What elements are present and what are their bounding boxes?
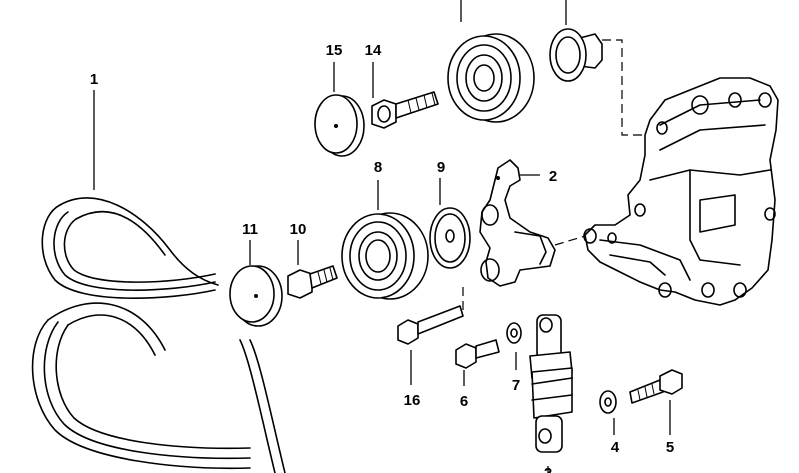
callout-5: 5 [666, 439, 674, 456]
bolt-14 [371, 62, 439, 129]
callout-9: 9 [437, 159, 445, 176]
bolt-6 [455, 339, 500, 386]
callout-6: 6 [460, 393, 468, 410]
callout-14: 14 [365, 42, 382, 59]
idler-pulley-top [447, 0, 535, 123]
bolt-10 [287, 240, 338, 299]
callout-11: 11 [242, 221, 258, 238]
washer-9 [429, 178, 471, 269]
bolt-16 [397, 285, 464, 385]
callout-15: 15 [326, 42, 343, 59]
washer-7 [506, 322, 522, 370]
bolt-5 [629, 369, 683, 435]
callout-7: 7 [512, 377, 520, 394]
callout-8: 8 [374, 159, 382, 176]
cap-disc-11 [229, 240, 283, 327]
mounting-bracket [583, 77, 779, 306]
callout-4: 4 [611, 439, 620, 456]
tensioner-arm-2 [479, 159, 586, 287]
callout-10: 10 [290, 221, 307, 238]
callout-2: 2 [549, 168, 557, 185]
cap-disc-15 [314, 62, 365, 157]
callout-1: 1 [90, 71, 98, 88]
callout-2-lower: 2 [544, 465, 552, 473]
idler-pulley-8 [341, 180, 429, 300]
callout-16: 16 [404, 392, 421, 409]
callout-labels: 1 2 2 4 5 6 7 8 9 10 11 14 15 16 [90, 42, 674, 473]
flanged-cap [549, 0, 645, 136]
washer-4 [599, 390, 617, 435]
ribbed-belt [31, 90, 286, 473]
hydraulic-damper [529, 314, 573, 473]
